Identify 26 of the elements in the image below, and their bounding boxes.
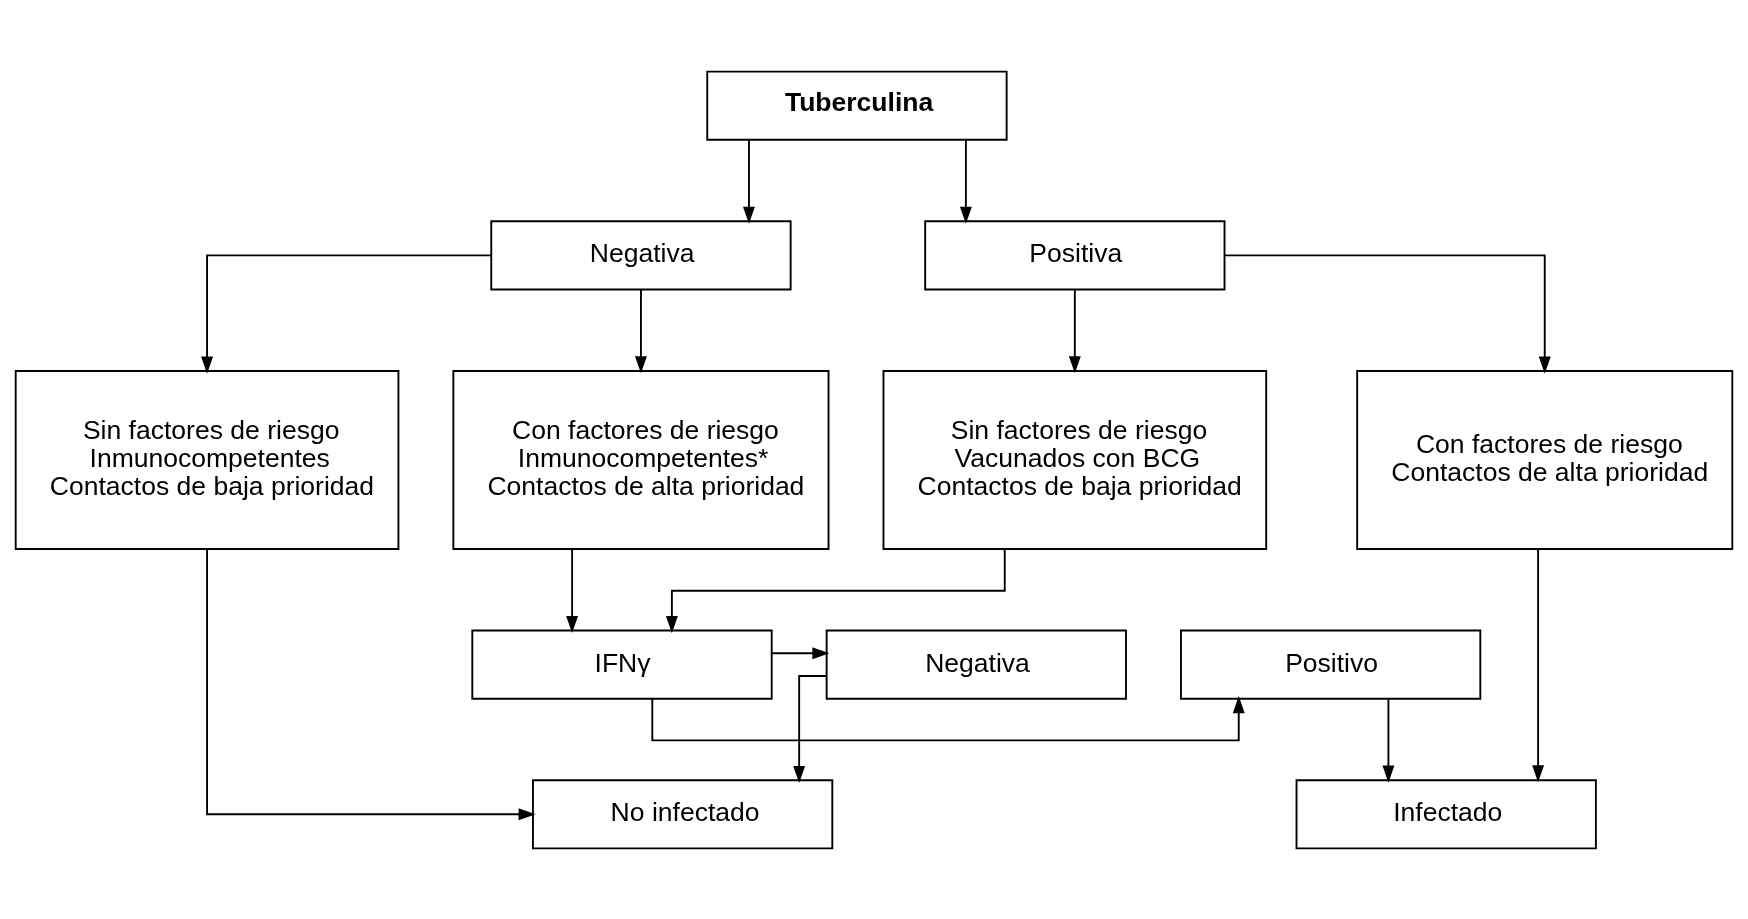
node-box: No infectado bbox=[532, 778, 834, 849]
arrow bbox=[566, 547, 579, 633]
arrow bbox=[206, 547, 536, 820]
arrow bbox=[1532, 547, 1545, 782]
arrow bbox=[770, 646, 830, 659]
node-box: Sin factores de riesgo Inmunocompetentes Contactos de baja prioridad bbox=[14, 369, 400, 550]
arrow bbox=[1382, 697, 1395, 783]
arrow bbox=[1068, 288, 1081, 373]
arrow bbox=[634, 288, 647, 373]
arrow bbox=[665, 547, 1006, 633]
node-box: Sin factores de riesgo Vacunados con BCG Contactos de baja prioridad bbox=[882, 369, 1268, 550]
arrow bbox=[201, 253, 492, 374]
arrow bbox=[793, 674, 827, 783]
node-box: Positiva bbox=[924, 219, 1226, 290]
node-box: Positivo bbox=[1180, 629, 1482, 700]
node-box: Con factores de riesgo Inmunocompetentes* Contactos de alta prioridad bbox=[452, 369, 830, 550]
node-box: Con factores de riesgo Contactos de alta prioridad bbox=[1356, 369, 1734, 550]
arrow bbox=[651, 695, 1245, 741]
node-box: Tuberculina bbox=[706, 70, 1008, 141]
node-box: IFNγ bbox=[471, 629, 773, 700]
node-box: Infectado bbox=[1295, 778, 1597, 849]
arrow bbox=[959, 138, 972, 224]
arrow bbox=[742, 138, 755, 224]
node-box: Negativa bbox=[825, 629, 1127, 700]
arrow bbox=[1223, 253, 1551, 374]
node-box: Negativa bbox=[490, 219, 792, 290]
